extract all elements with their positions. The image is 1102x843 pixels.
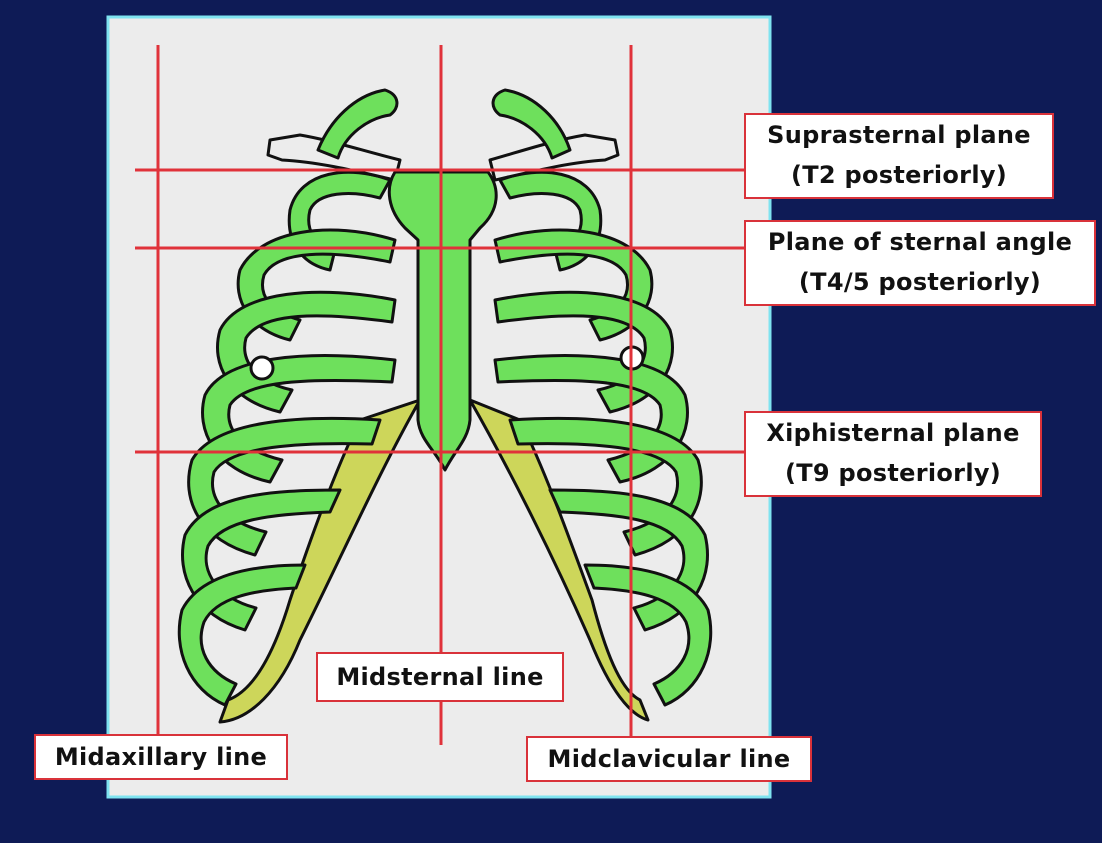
left-nipple — [249, 355, 275, 381]
midsternal-line-label: Midsternal line — [316, 652, 564, 702]
sternal-angle-plane-title: Plane of sternal angle — [767, 228, 1073, 256]
suprasternal-plane-label: Suprasternal plane (T2 posteriorly) — [744, 113, 1054, 199]
right-costal-margin — [468, 398, 650, 722]
sternal-angle-plane-level: (T4/5 posteriorly) — [798, 268, 1042, 296]
right-rib-7 — [583, 563, 713, 707]
suprasternal-plane-title: Suprasternal plane — [767, 121, 1031, 149]
rib-cage — [177, 88, 713, 724]
xiphisternal-plane-title: Xiphisternal plane — [766, 419, 1020, 447]
sternal-angle-plane-label: Plane of sternal angle (T4/5 posteriorly… — [744, 220, 1096, 306]
left-scapula-process — [316, 88, 399, 160]
left-costal-margin — [218, 398, 422, 724]
reference-lines — [135, 45, 745, 745]
right-scapula-process — [491, 88, 572, 160]
midaxillary-line-label: Midaxillary line — [34, 734, 288, 780]
xiphisternal-plane-level: (T9 posteriorly) — [784, 459, 1002, 487]
midclavicular-line-label: Midclavicular line — [526, 736, 812, 782]
left-rib-7 — [177, 563, 307, 707]
suprasternal-plane-level: (T2 posteriorly) — [790, 161, 1008, 189]
xiphisternal-plane-label: Xiphisternal plane (T9 posteriorly) — [744, 411, 1042, 497]
